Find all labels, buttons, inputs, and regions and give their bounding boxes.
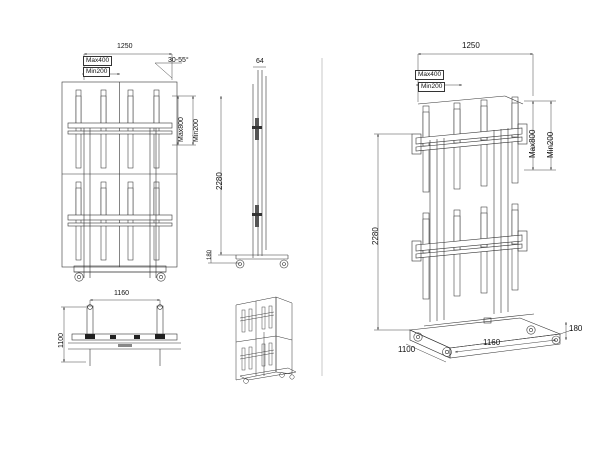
dim-plan-length-1160: 1160 bbox=[114, 290, 130, 297]
dim-iso-base-180: 180 bbox=[569, 324, 583, 333]
iso-main-dimension-lines bbox=[374, 53, 573, 363]
iso-main-geometry bbox=[408, 95, 562, 359]
dim-side-base-180: 180 bbox=[207, 249, 213, 260]
plan-view-geometry bbox=[68, 304, 181, 366]
dim-front-min200: Min200 bbox=[83, 67, 111, 77]
dim-plan-width-1100: 1100 bbox=[58, 332, 65, 348]
dim-iso-min200: Min200 bbox=[418, 82, 446, 92]
iso-thumb-geometry bbox=[235, 296, 297, 384]
dim-iso-min200-vertical: Min200 bbox=[546, 131, 555, 158]
dim-iso-max800: Max800 bbox=[528, 129, 537, 158]
dim-iso-base-1100: 1100 bbox=[398, 345, 416, 354]
dim-front-width-1250: 1250 bbox=[117, 43, 133, 50]
dim-side-height-2280: 2280 bbox=[215, 172, 224, 190]
dim-front-max400: Max400 bbox=[83, 56, 113, 66]
dim-iso-base-1160: 1160 bbox=[483, 338, 501, 347]
dim-iso-height-2280: 2280 bbox=[371, 227, 380, 245]
side-view-dimension-lines bbox=[208, 66, 266, 264]
dim-front-max800: Max800 bbox=[178, 117, 185, 142]
side-view-geometry bbox=[235, 70, 289, 269]
dim-iso-width-1250: 1250 bbox=[462, 41, 480, 50]
dim-iso-max400: Max400 bbox=[415, 70, 445, 80]
front-view-geometry bbox=[61, 81, 178, 282]
dim-front-min200-vertical: Min200 bbox=[193, 119, 200, 142]
plan-view-dimension-lines bbox=[61, 299, 161, 363]
dim-side-depth-64: 64 bbox=[256, 58, 264, 65]
dim-front-tilt-angle: 30-55° bbox=[168, 57, 189, 64]
